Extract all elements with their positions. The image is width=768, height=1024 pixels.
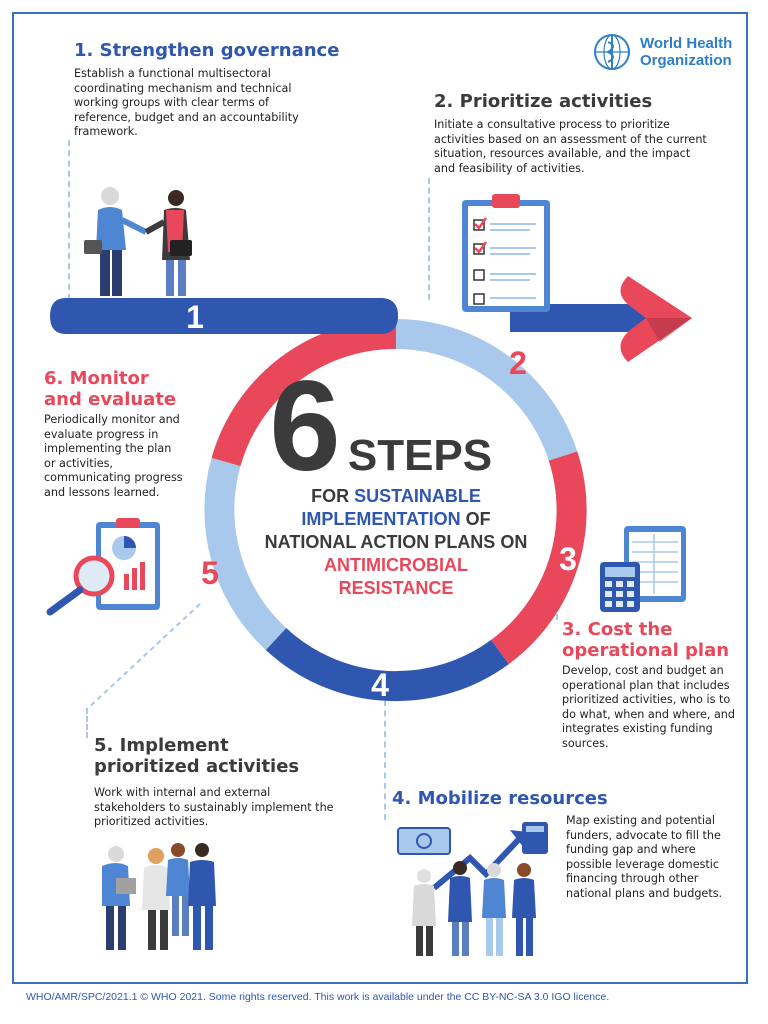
timeline-arrow-shade <box>646 318 692 342</box>
connector-line-2 <box>428 178 430 300</box>
center-line5: RESISTANCE <box>338 578 454 598</box>
step-5-block: 5. Implement prioritized activities Work… <box>94 735 354 830</box>
ring-segment-4 <box>265 627 509 702</box>
step-3-title-line1: 3. Cost the <box>562 619 673 640</box>
step-6-title-line1: 6. Monitor <box>44 368 149 389</box>
footer-license: WHO/AMR/SPC/2021.1 © WHO 2021. Some righ… <box>26 991 610 1003</box>
step-2-description: Initiate a consultative process to prior… <box>434 118 707 175</box>
step-5-description: Work with internal and external stakehol… <box>94 786 334 828</box>
team-people-icon <box>102 843 216 950</box>
who-logo <box>588 30 636 79</box>
step-1-block: 1. Strengthen governance Establish a fun… <box>74 40 364 140</box>
step-6-title-line2: and evaluate <box>44 389 177 410</box>
magnifier-report-icon <box>46 518 160 616</box>
ring-number-2: 2 <box>509 345 527 381</box>
infographic-frame <box>12 12 748 984</box>
connector-line-1 <box>68 140 70 300</box>
ring-segment-6 <box>211 318 397 467</box>
center-line3: NATIONAL ACTION PLANS ON <box>264 532 528 552</box>
connector-line-4 <box>384 700 386 820</box>
ring-segment-3 <box>490 451 587 665</box>
step-3-block: 3. Cost the operational plan Develop, co… <box>562 619 742 751</box>
step-6-description: Periodically monitor and evaluate progre… <box>44 413 183 499</box>
checklist-clipboard-icon <box>462 194 550 312</box>
ring-segment-5 <box>204 457 287 651</box>
ring-number-1: 1 <box>186 299 204 335</box>
connector-line-5 <box>86 708 88 738</box>
step-1-title: 1. Strengthen governance <box>74 40 340 61</box>
timeline-bar-overlap <box>300 298 398 334</box>
step-4-block: 4. Mobilize resources <box>392 788 652 809</box>
calculator-sheet-icon <box>600 526 686 612</box>
step-1-description: Establish a functional multisectoral coo… <box>74 67 299 138</box>
step-6-block: 6. Monitor and evaluate Periodically mon… <box>44 368 204 500</box>
center-line2-suffix: OF <box>465 509 491 529</box>
step-4-title: 4. Mobilize resources <box>392 788 608 809</box>
center-line1-prefix: FOR <box>311 486 350 506</box>
ring-number-3: 3 <box>559 541 577 577</box>
center-heading: FOR SUSTAINABLE IMPLEMENTATION OF NATION… <box>226 485 566 600</box>
ring-segment-2 <box>395 319 578 461</box>
step-2-title: 2. Prioritize activities <box>434 91 653 112</box>
ring-number-4: 4 <box>371 667 389 703</box>
center-big-number: 6 <box>269 355 340 498</box>
step-3-description: Develop, cost and budget an operational … <box>562 664 735 750</box>
step-5-title-line1: 5. Implement <box>94 735 229 756</box>
center-line2-highlight: IMPLEMENTATION <box>301 509 461 529</box>
who-emblem-icon <box>594 34 630 70</box>
handshake-people-icon <box>84 187 192 296</box>
step-2-block: 2. Prioritize activities Initiate a cons… <box>434 91 734 176</box>
resources-mobilization-icon <box>397 822 548 956</box>
step-5-title-line2: prioritized activities <box>94 756 300 777</box>
center-line1-highlight: SUSTAINABLE <box>354 486 481 506</box>
who-name: World Health Organization <box>640 35 732 69</box>
step-4-description: Map existing and potential funders, advo… <box>566 814 723 900</box>
who-name-line1: World Health <box>640 35 733 52</box>
who-name-line2: Organization <box>640 52 732 69</box>
center-steps-word: STEPS <box>348 431 492 480</box>
connector-diagonal-5 <box>85 603 201 711</box>
center-line4: ANTIMICROBIAL <box>324 555 468 575</box>
step-3-title-line2: operational plan <box>562 640 730 661</box>
ring-number-6: 6 <box>241 349 259 385</box>
ring-number-5: 5 <box>201 555 219 591</box>
